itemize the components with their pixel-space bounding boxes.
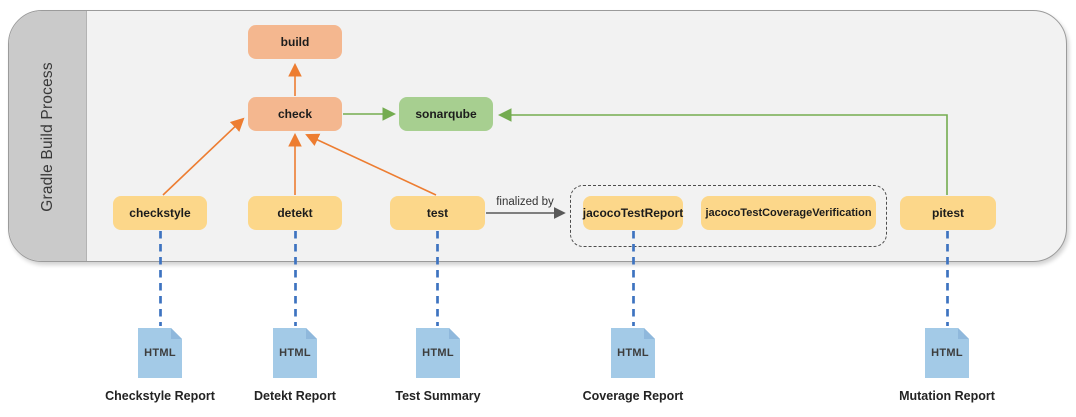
document-fold-corner [306,328,317,339]
node-checkstyle: checkstyle [113,196,207,230]
document-caption: Coverage Report [582,389,684,403]
html-document-icon: HTML [611,328,655,378]
document-format-label: HTML [617,347,649,359]
node-pitest: pitest [900,196,996,230]
document-fold-corner [171,328,182,339]
document-fold-corner [644,328,655,339]
node-test: test [390,196,485,230]
node-sonarqube: sonarqube [399,97,493,131]
node-jacoco-test-report: jacocoTestReport [583,196,683,230]
node-jacoco-test-coverage-verification: jacocoTestCoverageVerification [701,196,876,230]
document-format-label: HTML [931,347,963,359]
node-check: check [248,97,342,131]
document-caption: Test Summary [395,389,481,403]
html-document-icon: HTML [925,328,969,378]
html-document-icon: HTML [273,328,317,378]
html-document-icon: HTML [138,328,182,378]
lane-title: Gradle Build Process [39,62,56,212]
document-format-label: HTML [279,347,311,359]
document-fold-corner [449,328,460,339]
document-caption: Detekt Report [254,389,336,403]
node-build: build [248,25,342,59]
document-caption: Mutation Report [899,389,995,403]
document-fold-corner [958,328,969,339]
lane-title-band: Gradle Build Process [9,11,87,261]
node-detekt: detekt [248,196,342,230]
document-format-label: HTML [144,347,176,359]
html-document-icon: HTML [416,328,460,378]
document-format-label: HTML [422,347,454,359]
document-caption: Checkstyle Report [105,389,215,403]
finalized-by-label: finalized by [496,196,554,208]
